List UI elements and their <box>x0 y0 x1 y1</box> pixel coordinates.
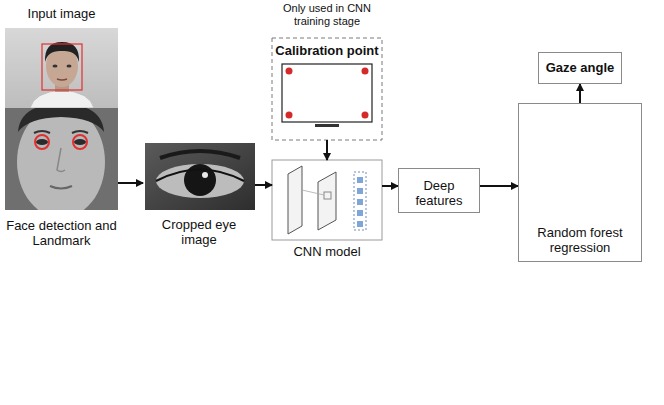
image-panel: Input image <box>5 2 118 108</box>
flow-arrow <box>382 185 398 187</box>
node-label: Gaze angle <box>539 60 621 75</box>
flow-arrow <box>579 84 581 103</box>
node-label: CNN model <box>272 244 382 259</box>
image-panel: Cropped eye image <box>143 143 255 258</box>
training-panel: Only used in CNN training stageCalibrati… <box>268 2 386 140</box>
eye-photo <box>145 143 255 210</box>
regressor-box: Random forest regression <box>518 103 642 262</box>
image-panel: Face detection and Landmark <box>5 108 118 264</box>
node-label: Only used in CNN training stage <box>268 2 386 28</box>
flow-arrow <box>326 140 328 160</box>
feature-box: Deep features <box>398 168 480 213</box>
node-label: Random forest regression <box>519 225 641 255</box>
cnn-illustration <box>272 160 382 240</box>
input-photo <box>5 28 118 108</box>
node-label: Cropped eye image <box>143 217 255 247</box>
cnn-block: CNN model <box>272 160 382 262</box>
output-box: Gaze angle <box>538 52 622 84</box>
flow-arrow <box>255 184 272 186</box>
flow-arrow <box>480 185 518 187</box>
node-label: Deep features <box>399 178 479 208</box>
node-label: Calibration point <box>268 43 386 58</box>
node-label: Input image <box>5 6 118 21</box>
node-label: Face detection and Landmark <box>5 218 118 248</box>
landmark-photo <box>5 108 118 210</box>
flow-arrow <box>118 182 143 184</box>
